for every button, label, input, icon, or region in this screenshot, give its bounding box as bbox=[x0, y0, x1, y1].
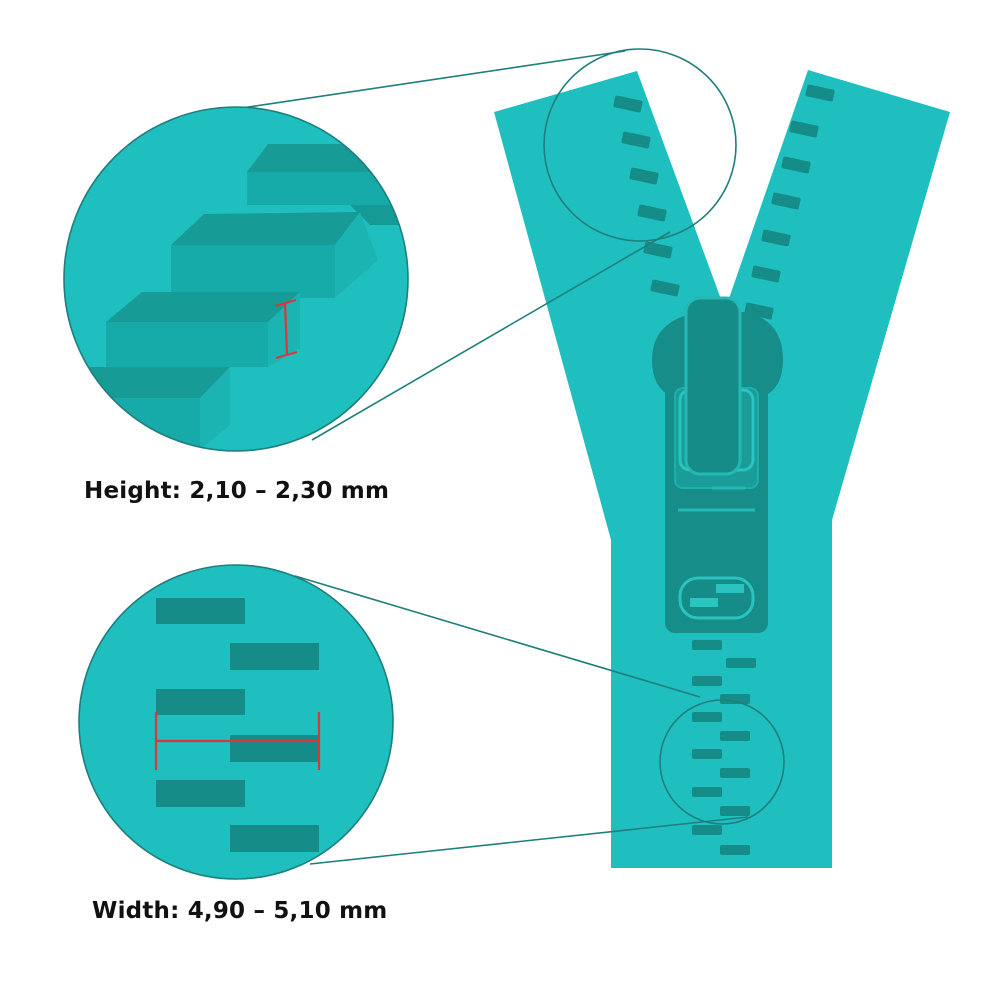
tooth bbox=[726, 658, 756, 668]
tooth bbox=[805, 84, 835, 102]
tooth bbox=[720, 845, 750, 855]
width-magnifier bbox=[78, 564, 394, 880]
pull-tab bbox=[684, 296, 742, 476]
tooth bbox=[643, 241, 673, 259]
tooth bbox=[637, 204, 667, 222]
connector-line bbox=[294, 575, 701, 698]
height-magnifier bbox=[63, 106, 409, 452]
tooth bbox=[613, 95, 643, 113]
tooth bbox=[781, 156, 811, 174]
magnified-tooth bbox=[64, 367, 230, 450]
tooth bbox=[621, 131, 651, 149]
zipper-slider-icon bbox=[652, 296, 783, 633]
connector-lines bbox=[221, 50, 749, 865]
tooth bbox=[692, 676, 722, 686]
tooth bbox=[692, 712, 722, 722]
magnified-tooth bbox=[230, 735, 319, 762]
magnified-tooth bbox=[156, 689, 245, 715]
magnified-tooth bbox=[230, 643, 319, 670]
right-teeth bbox=[744, 84, 835, 320]
tooth bbox=[720, 806, 750, 816]
focus-circle-top bbox=[543, 48, 737, 242]
slider-window-tooth bbox=[690, 598, 718, 607]
tooth bbox=[650, 279, 680, 297]
slider-window-tooth bbox=[716, 584, 744, 593]
tooth bbox=[692, 749, 722, 759]
magnified-tooth bbox=[230, 825, 319, 852]
magnified-tooth bbox=[106, 292, 300, 367]
tooth bbox=[720, 694, 750, 704]
tooth bbox=[692, 787, 722, 797]
tooth bbox=[771, 192, 801, 210]
tooth bbox=[789, 120, 819, 138]
bottom-teeth bbox=[692, 640, 756, 855]
width-label: Width: 4,90 – 5,10 mm bbox=[92, 898, 388, 924]
left-teeth bbox=[613, 95, 680, 297]
tooth bbox=[720, 768, 750, 778]
tooth bbox=[692, 640, 722, 650]
height-measure-marker bbox=[274, 298, 298, 360]
magnified-tooth bbox=[156, 598, 245, 624]
zipper-icon bbox=[494, 48, 950, 868]
connector-line bbox=[311, 231, 671, 441]
width-measure-marker bbox=[154, 712, 321, 770]
tooth bbox=[720, 731, 750, 741]
magnified-tooth bbox=[156, 780, 245, 807]
tooth bbox=[761, 229, 791, 247]
tooth bbox=[692, 825, 722, 835]
tooth bbox=[629, 167, 659, 185]
focus-circle-bottom bbox=[659, 699, 785, 825]
tooth bbox=[751, 265, 781, 283]
magnified-tooth bbox=[171, 212, 378, 298]
connector-line bbox=[309, 816, 749, 865]
height-label: Height: 2,10 – 2,30 mm bbox=[84, 478, 390, 504]
connector-line bbox=[221, 50, 626, 112]
